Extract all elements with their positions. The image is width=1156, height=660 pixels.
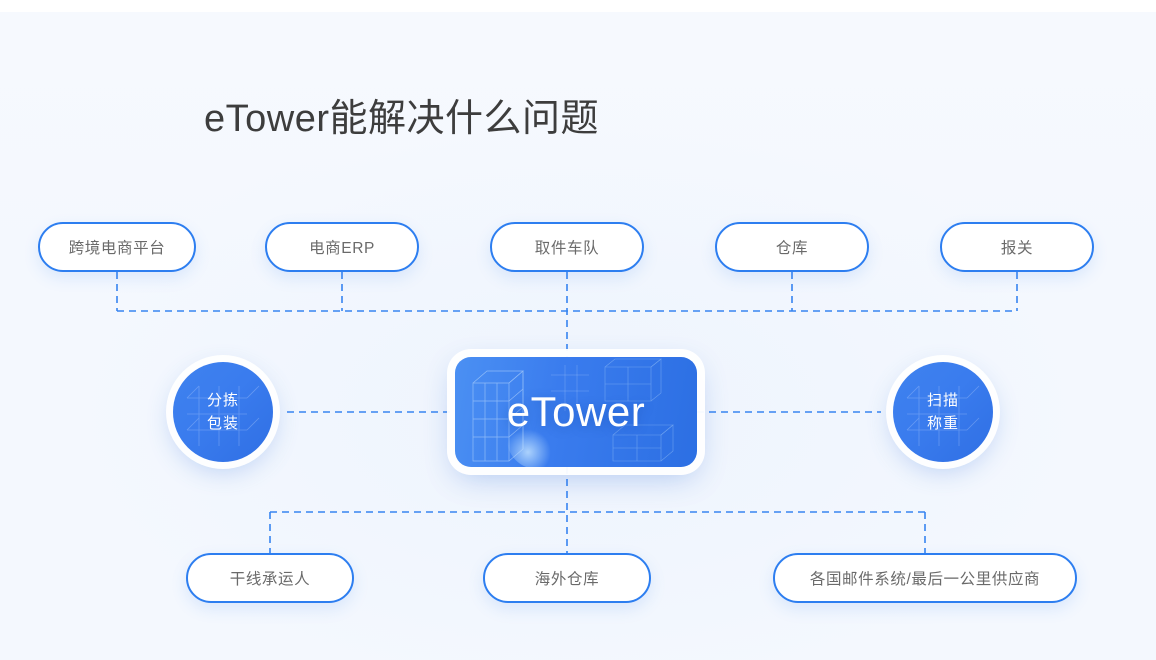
node-bottom-3-label: 各国邮件系统/最后一公里供应商 <box>809 571 1041 588</box>
node-left-circle-line1: 分拣 <box>206 392 239 409</box>
node-bottom-1-label: 干线承运人 <box>229 571 311 588</box>
tower-wireframe-icon <box>472 358 674 467</box>
node-right-circle-line2: 称重 <box>926 415 959 432</box>
node-top-4-label: 仓库 <box>775 240 809 257</box>
node-bottom-2-label: 海外仓库 <box>534 571 600 588</box>
node-left-circle[interactable]: 分拣 包装 <box>173 362 273 462</box>
node-bottom-2[interactable]: 海外仓库 <box>483 553 651 603</box>
node-top-3[interactable]: 取件车队 <box>490 222 644 272</box>
node-top-3-label: 取件车队 <box>534 240 600 257</box>
node-top-4[interactable]: 仓库 <box>715 222 869 272</box>
wireframe-mesh-icon <box>906 385 980 446</box>
node-right-circle[interactable]: 扫描 称重 <box>893 362 993 462</box>
node-top-5[interactable]: 报关 <box>940 222 1094 272</box>
node-left-circle-line2: 包装 <box>206 415 239 432</box>
node-bottom-3[interactable]: 各国邮件系统/最后一公里供应商 <box>773 553 1077 603</box>
node-center-etower[interactable]: eTower <box>455 357 697 467</box>
page-title: eTower能解决什么问题 <box>204 98 599 140</box>
node-top-5-label: 报关 <box>1000 240 1034 257</box>
node-top-1[interactable]: 跨境电商平台 <box>38 222 196 272</box>
node-top-1-label: 跨境电商平台 <box>68 240 166 257</box>
background-panel <box>0 12 1156 660</box>
node-top-2[interactable]: 电商ERP <box>265 222 419 272</box>
node-left-circle-text: 分拣 包装 <box>207 389 239 435</box>
node-bottom-1[interactable]: 干线承运人 <box>186 553 354 603</box>
wireframe-mesh-icon <box>186 385 260 446</box>
node-top-2-label: 电商ERP <box>309 240 375 257</box>
node-right-circle-text: 扫描 称重 <box>927 389 959 435</box>
node-center-label: eTower <box>506 388 646 435</box>
node-right-circle-line1: 扫描 <box>926 392 959 409</box>
